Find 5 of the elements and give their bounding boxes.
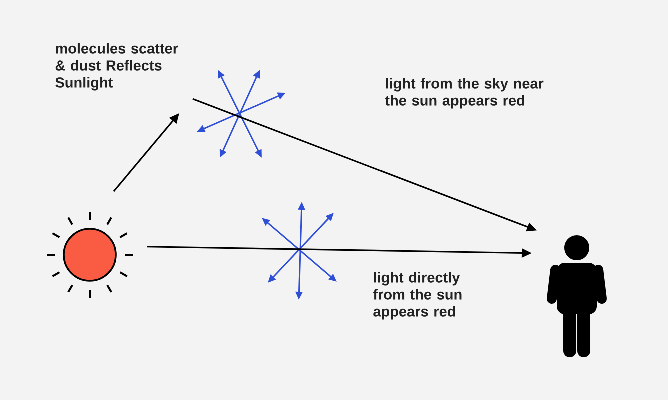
person-icon [547,236,607,358]
annotation: light directly from the sun appears red [373,272,462,320]
annotation: light from the sky near the sun appears red [385,78,544,109]
sun-icon [47,212,133,298]
annotation: molecules scatter & dust Reflects Sunlight [56,43,178,91]
